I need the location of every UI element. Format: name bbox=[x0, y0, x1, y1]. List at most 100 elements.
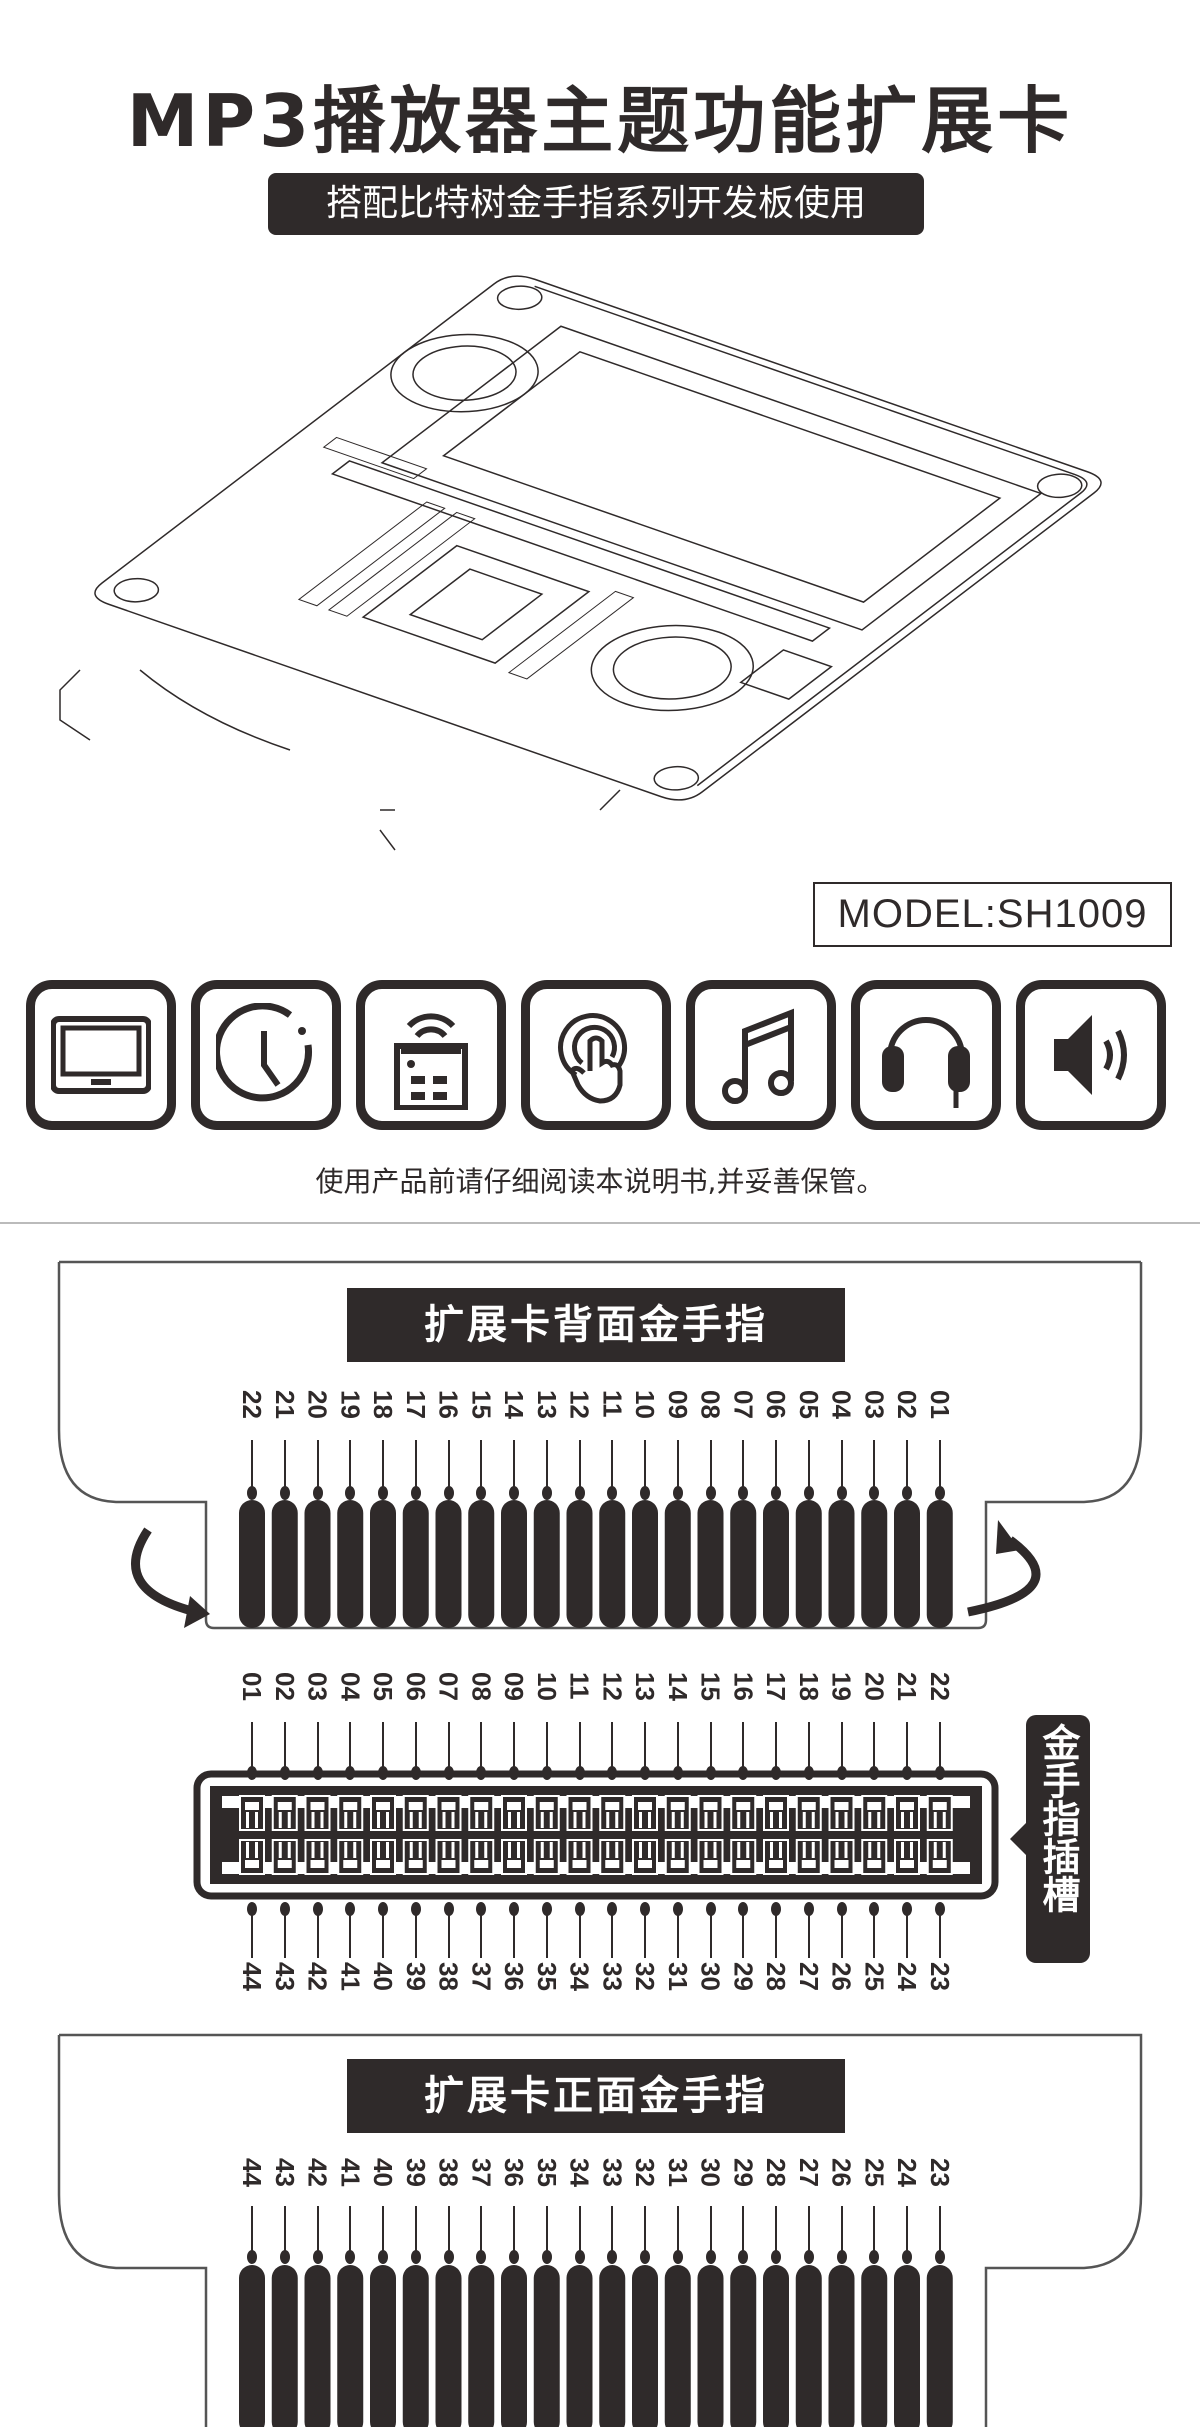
gold-finger bbox=[697, 2265, 724, 2427]
pin-dot bbox=[410, 1486, 421, 1500]
pin-lead bbox=[873, 1908, 876, 1958]
pin-label: 19 bbox=[826, 1672, 857, 1701]
pin-dot bbox=[869, 1902, 880, 1916]
pin-dot bbox=[803, 1486, 814, 1500]
slot-contact bbox=[501, 1795, 527, 1875]
gold-finger bbox=[632, 1500, 658, 1628]
gold-finger bbox=[632, 2265, 658, 2427]
pin-label: 20 bbox=[302, 1390, 333, 1419]
pin-label: 28 bbox=[761, 1962, 791, 1991]
pin-lead bbox=[709, 1440, 712, 1492]
feature-speaker bbox=[1016, 980, 1166, 1130]
pin-dot bbox=[476, 2250, 487, 2264]
slot-contact bbox=[894, 1795, 920, 1875]
pin-dot bbox=[345, 2250, 356, 2264]
pin-lead bbox=[938, 1722, 941, 1772]
pin-lead bbox=[349, 1440, 352, 1492]
pin-label: 14 bbox=[662, 1672, 693, 1701]
pin-label: 29 bbox=[728, 2158, 759, 2187]
gold-finger bbox=[926, 2265, 953, 2427]
pin-lead bbox=[382, 1722, 384, 1772]
pin-label: 05 bbox=[793, 1390, 824, 1419]
pin-dot bbox=[836, 1902, 847, 1916]
pin-lead bbox=[349, 1722, 352, 1772]
pin-label: 01 bbox=[237, 1672, 267, 1701]
gold-finger bbox=[828, 2265, 855, 2427]
pin-dot bbox=[410, 2250, 421, 2264]
flip-arrow-right-head bbox=[996, 1520, 1020, 1554]
pin-dot bbox=[476, 1486, 487, 1500]
gold-finger bbox=[894, 1500, 920, 1628]
pin-label: 21 bbox=[269, 1390, 300, 1419]
pin-dot bbox=[378, 1902, 388, 1916]
pin-dot bbox=[934, 1902, 945, 1916]
pin-label: 09 bbox=[662, 1390, 693, 1419]
pin-dot bbox=[607, 2250, 618, 2264]
pin-dot bbox=[410, 1902, 421, 1916]
pin-label: 27 bbox=[793, 1962, 824, 1991]
pin-dot bbox=[312, 1486, 323, 1500]
gold-finger bbox=[730, 2265, 757, 2427]
pin-lead bbox=[414, 1440, 417, 1492]
pin-dot bbox=[934, 1486, 945, 1500]
gold-finger bbox=[763, 1500, 789, 1628]
gold-finger bbox=[894, 2265, 920, 2427]
pin-label: 13 bbox=[531, 1390, 562, 1419]
pin-lead bbox=[316, 1722, 319, 1772]
speaker-icon bbox=[1054, 1015, 1127, 1095]
pin-lead bbox=[480, 1440, 483, 1492]
pin-label: 08 bbox=[466, 1672, 497, 1701]
pin-label: 44 bbox=[237, 2158, 267, 2187]
pin-lead bbox=[578, 2206, 581, 2256]
section-divider bbox=[0, 1222, 1200, 1224]
gold-finger bbox=[435, 2265, 462, 2427]
pin-label: 16 bbox=[728, 1672, 759, 1701]
pin-lead bbox=[545, 1440, 548, 1492]
pin-label: 42 bbox=[302, 2158, 333, 2187]
pin-lead bbox=[676, 1722, 679, 1772]
pin-lead bbox=[513, 1908, 515, 1958]
pin-label: 06 bbox=[400, 1672, 431, 1701]
pin-label: 14 bbox=[499, 1390, 529, 1419]
pin-dot bbox=[836, 2250, 847, 2264]
slot-contact bbox=[763, 1795, 789, 1875]
pin-label: 42 bbox=[302, 1962, 333, 1991]
gold-finger bbox=[468, 1500, 495, 1628]
slot-contact bbox=[533, 1795, 560, 1875]
pin-lead bbox=[283, 2206, 286, 2256]
pin-lead bbox=[251, 2206, 253, 2256]
usage-note: 使用产品前请仔细阅读本说明书,并妥善保管。 bbox=[315, 1165, 885, 1198]
back-card-title: 扩展卡背面金手指 bbox=[347, 1288, 845, 1362]
slot-contact bbox=[730, 1795, 757, 1875]
slot-contact bbox=[697, 1795, 724, 1875]
feature-music bbox=[686, 980, 836, 1130]
pin-label: 36 bbox=[499, 1962, 529, 1991]
pin-dot bbox=[574, 1486, 585, 1500]
pin-label: 17 bbox=[400, 1390, 431, 1419]
pin-lead bbox=[480, 2206, 483, 2256]
pin-dot bbox=[247, 2250, 257, 2264]
pin-dot bbox=[771, 2250, 781, 2264]
pin-dot bbox=[738, 2250, 749, 2264]
gold-finger bbox=[697, 1500, 724, 1628]
pin-label: 27 bbox=[793, 2158, 824, 2187]
pin-label: 07 bbox=[433, 1672, 464, 1701]
pin-label: 11 bbox=[597, 1390, 628, 1418]
pin-label: 40 bbox=[368, 1962, 398, 1991]
pin-label: 24 bbox=[892, 2158, 922, 2187]
gold-finger bbox=[795, 1500, 822, 1628]
pin-label: 21 bbox=[892, 1672, 922, 1701]
pin-lead bbox=[742, 1908, 745, 1958]
pin-lead bbox=[644, 2206, 646, 2256]
pin-dot bbox=[541, 1486, 552, 1500]
pin-lead bbox=[251, 1908, 253, 1958]
pin-label: 31 bbox=[662, 1962, 693, 1991]
pin-label: 41 bbox=[335, 1962, 366, 1991]
pin-dot bbox=[934, 2250, 945, 2264]
gold-finger bbox=[599, 2265, 626, 2427]
pin-label: 12 bbox=[564, 1390, 595, 1419]
pin-label: 38 bbox=[433, 2158, 464, 2187]
pin-label: 08 bbox=[695, 1390, 726, 1419]
remote-signal-icon bbox=[394, 1013, 468, 1110]
pin-lead bbox=[775, 1908, 777, 1958]
